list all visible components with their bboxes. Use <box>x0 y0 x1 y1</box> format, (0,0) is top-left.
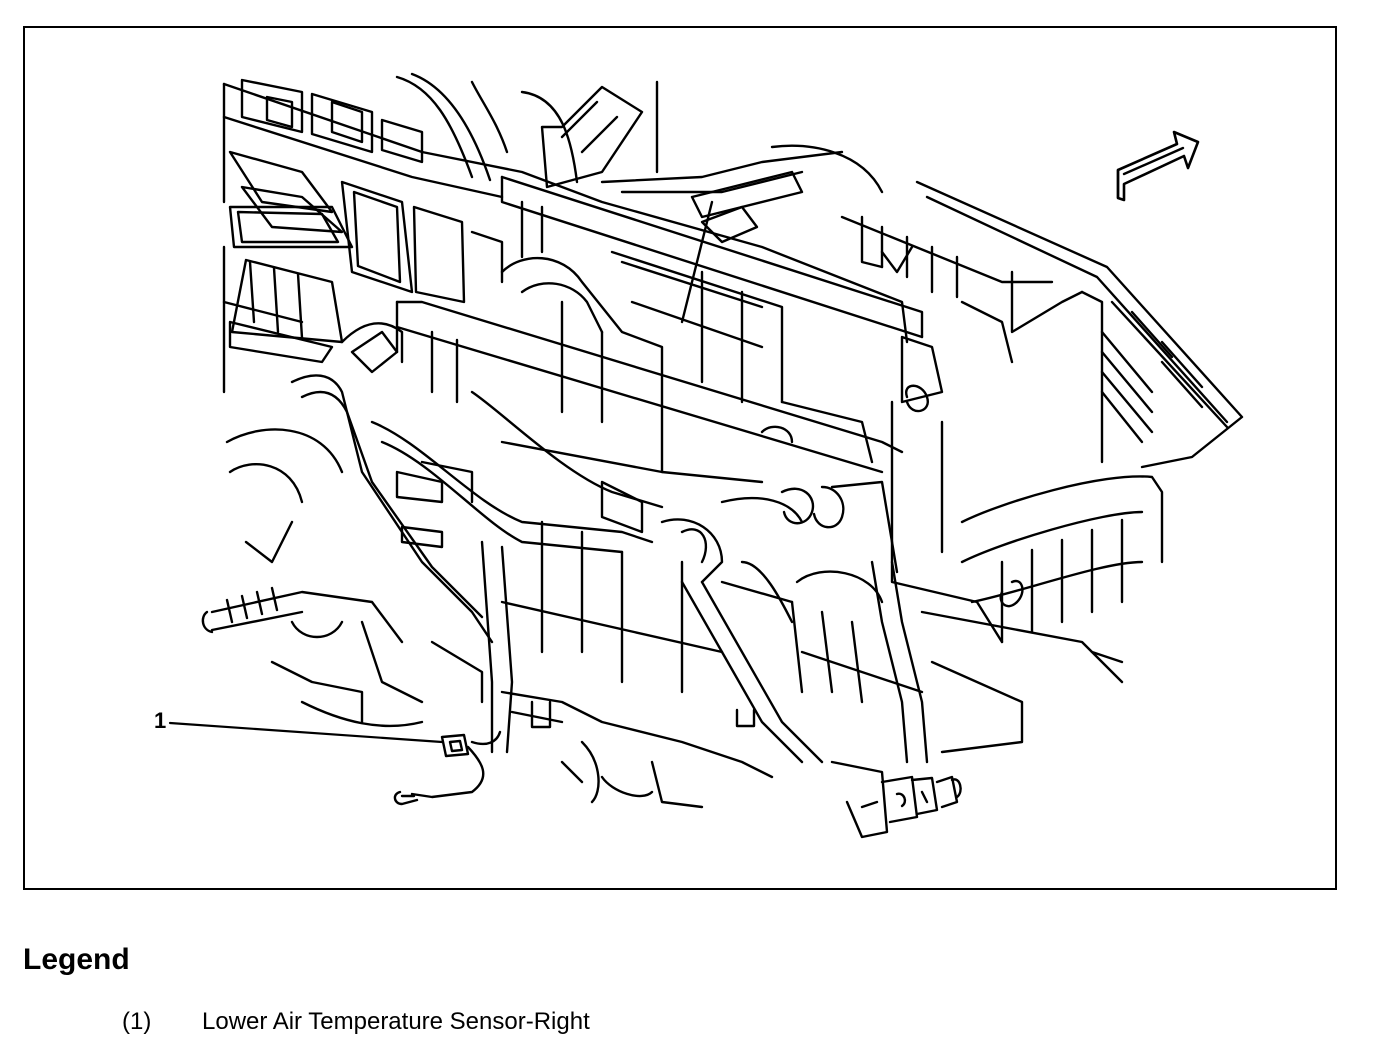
right-blower-module <box>790 180 1244 754</box>
wiring-harness <box>225 322 929 764</box>
crossbar-bracket <box>395 170 924 474</box>
direction-arrow-icon <box>1116 130 1200 202</box>
top-tubes <box>395 72 884 194</box>
callout-leader-line <box>168 721 444 744</box>
figure-frame: 1 <box>23 26 1337 890</box>
lower-left-duct <box>201 520 774 809</box>
hvac-module-illustration <box>168 72 1244 839</box>
harness-connectors <box>830 760 962 839</box>
callout-number-1: 1 <box>154 708 167 733</box>
air-temperature-sensor <box>393 730 502 806</box>
legend-item: (1) Lower Air Temperature Sensor-Right <box>0 1005 1376 1039</box>
legend-item-number: (1) <box>122 1008 152 1035</box>
legend-title: Legend <box>23 943 130 976</box>
legend-item-label: Lower Air Temperature Sensor-Right <box>202 1008 590 1035</box>
center-case <box>500 250 874 694</box>
